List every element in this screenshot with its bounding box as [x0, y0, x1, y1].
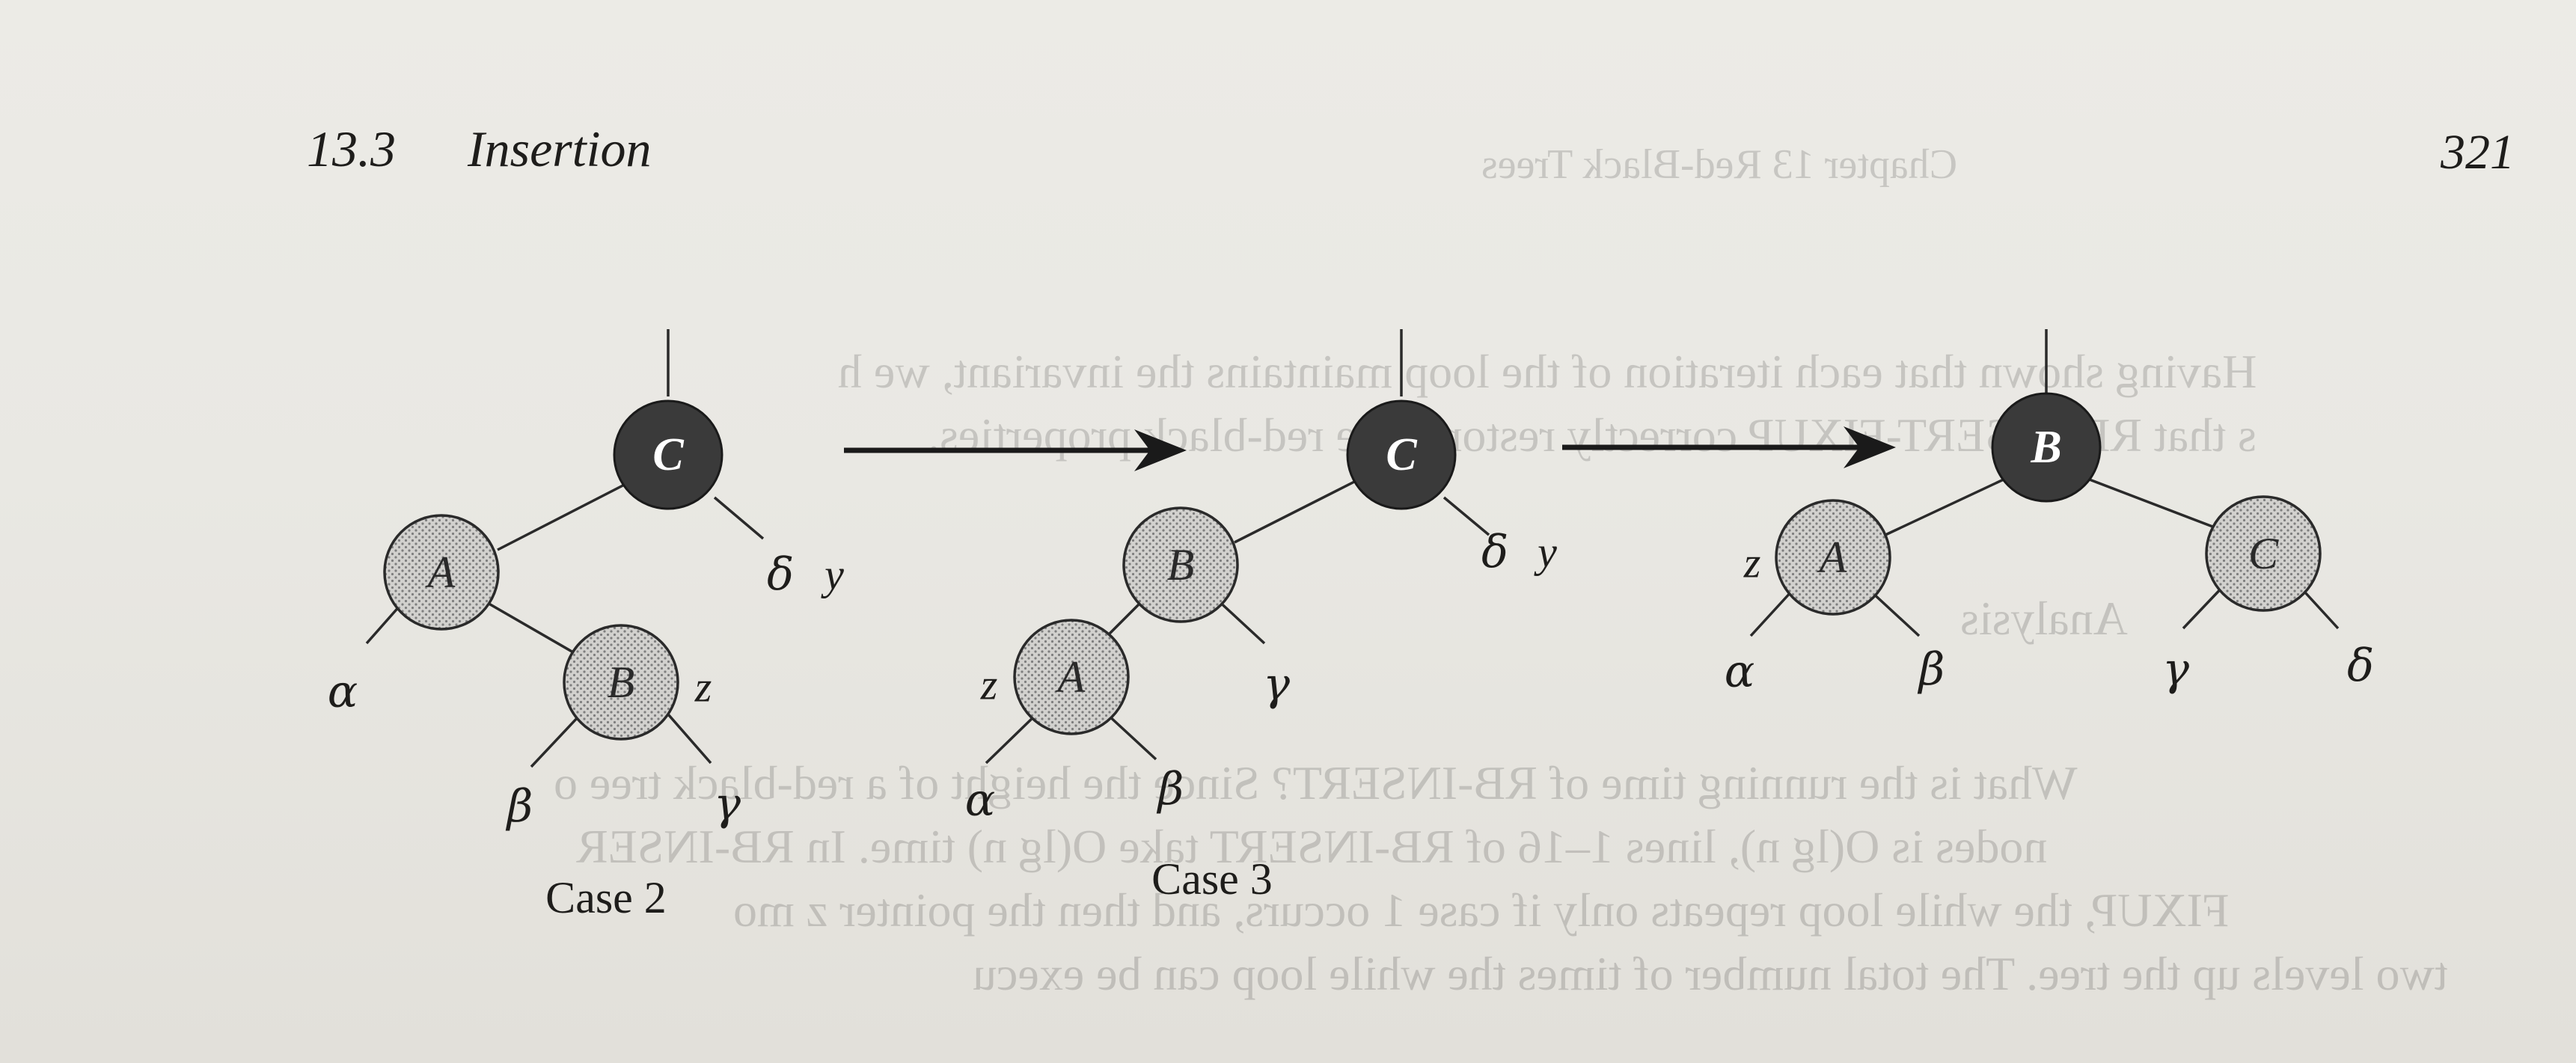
subtree-alpha: α	[328, 666, 358, 718]
subtree-alpha: α	[965, 774, 996, 827]
pointer-z: z	[694, 663, 712, 711]
case-3-caption: Case 3	[1151, 854, 1273, 904]
node-c	[1346, 399, 1457, 510]
node-c	[2205, 495, 2322, 612]
node-label: C	[2248, 529, 2279, 578]
case-2-tree: C A B α β γ δ z y Case 2	[328, 329, 844, 922]
subtree-gamma: γ	[2162, 643, 2189, 696]
node-label: B	[608, 658, 635, 707]
node-b	[563, 624, 679, 741]
tree-edge	[713, 496, 765, 540]
node-a	[1013, 619, 1130, 735]
pointer-z: z	[1743, 539, 1761, 587]
section-title: Insertion	[468, 120, 652, 177]
node-label: B	[1167, 540, 1195, 589]
tree-edge	[1885, 477, 2006, 536]
pointer-y: y	[1534, 528, 1557, 577]
tree-edge	[1443, 496, 1490, 536]
node-label: A	[425, 548, 456, 597]
subtree-beta: β	[506, 780, 533, 833]
subtree-alpha: α	[1725, 646, 1755, 698]
node-a	[1775, 499, 1891, 616]
subtree-delta: δ	[767, 548, 794, 601]
tree-edge	[1869, 589, 1921, 637]
case-2-caption: Case 2	[545, 873, 667, 922]
node-c	[613, 399, 723, 510]
node-label: B	[2030, 422, 2061, 473]
tree-edge	[1749, 589, 1793, 637]
node-label: A	[1817, 533, 1847, 582]
node-label: C	[652, 429, 684, 480]
section-number: 13.3	[307, 120, 396, 177]
node-label: A	[1055, 652, 1086, 702]
tree-edge	[486, 601, 584, 660]
pointer-z: z	[980, 661, 998, 709]
result-tree: B A C α β γ δ z	[1725, 329, 2374, 698]
page-number: 321	[2441, 125, 2515, 180]
tree-edge	[1234, 477, 1361, 544]
subtree-gamma: γ	[1263, 658, 1290, 711]
case-3-tree: C B A α β γ δ z y Case 3	[965, 329, 1557, 904]
subtree-beta: β	[1918, 643, 1945, 696]
subtree-gamma: γ	[714, 778, 741, 830]
tree-edge	[1214, 597, 1266, 645]
tree-edge	[2087, 477, 2215, 529]
node-b	[1991, 392, 2102, 503]
subtree-delta: δ	[1481, 526, 1508, 578]
pointer-y: y	[821, 551, 844, 599]
tree-edge	[1106, 713, 1157, 761]
node-a	[383, 514, 500, 631]
subtree-delta: δ	[2347, 640, 2374, 692]
tree-edge	[497, 477, 637, 551]
node-label: C	[1386, 429, 1417, 480]
tree-edge	[985, 713, 1038, 765]
subtree-beta: β	[1157, 763, 1184, 815]
node-b	[1122, 506, 1239, 623]
